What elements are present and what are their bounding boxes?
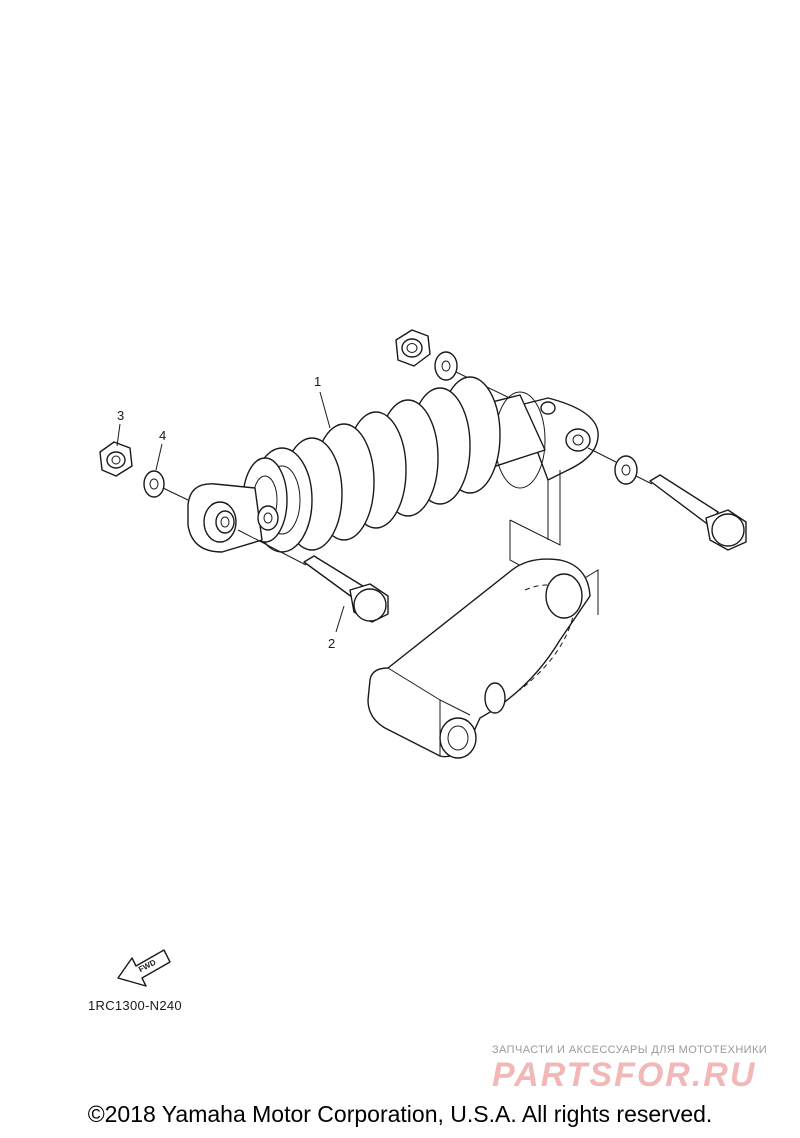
relay-arm[interactable]: [367, 558, 591, 759]
callout-3-leader: [116, 423, 121, 447]
callout-2[interactable]: 2: [328, 636, 335, 651]
copyright-text: ©2018 Yamaha Motor Corporation, U.S.A. A…: [87, 1101, 713, 1127]
rear-shock-absorber[interactable]: [187, 376, 599, 553]
diagram-code: 1RC1300-N240: [88, 998, 182, 1013]
upper-bolt[interactable]: [635, 474, 747, 551]
watermark-logo: PARTSFOR.RU: [492, 1056, 757, 1094]
callout-2-leader: [335, 605, 345, 633]
lower-nut[interactable]: [99, 441, 133, 477]
fwd-arrow-icon: FWD: [117, 949, 171, 987]
shock-spring: [251, 376, 501, 553]
upper-bolt-washer[interactable]: [587, 447, 638, 485]
callout-4-leader: [155, 443, 163, 471]
callout-1[interactable]: 1: [314, 374, 321, 389]
upper-nut[interactable]: [395, 329, 431, 367]
callout-1-leader: [319, 391, 331, 429]
leader-line: [162, 487, 189, 501]
upper-washer[interactable]: [434, 351, 458, 381]
watermark-tagline: ЗАПЧАСТИ И АКСЕССУАРЫ ДЛЯ МОТОТЕХНИКИ: [492, 1044, 768, 1056]
callout-3[interactable]: 3: [117, 408, 124, 423]
lower-bolt[interactable]: [237, 529, 389, 623]
lower-washer[interactable]: [143, 470, 165, 498]
callout-4[interactable]: 4: [159, 428, 166, 443]
